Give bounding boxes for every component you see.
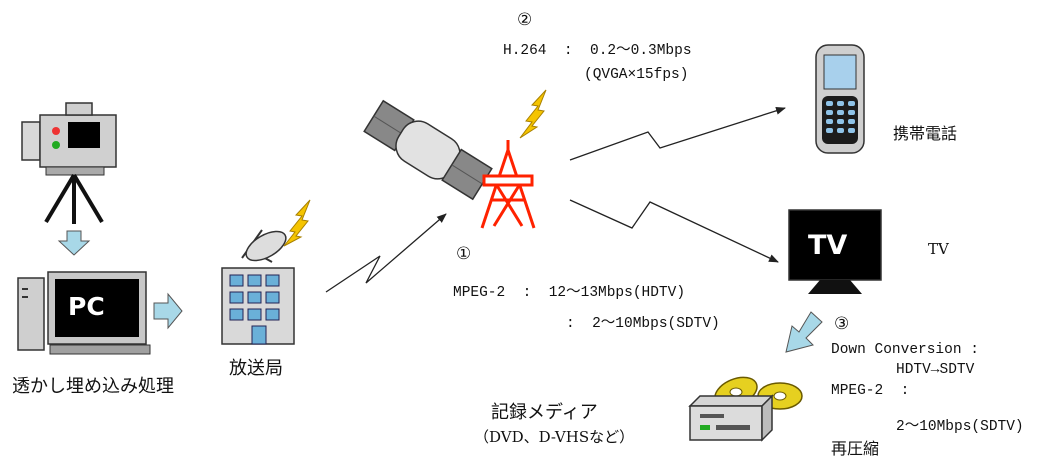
tower-to-phone-link <box>569 106 786 161</box>
video-camera-icon <box>21 102 117 224</box>
route3-down-conversion-label: Down Conversion : <box>831 342 979 358</box>
route3-marker: ③ <box>834 314 850 334</box>
camera-to-pc-arrow <box>57 230 91 256</box>
broadcast-station-icon <box>221 199 311 345</box>
recording-media-label: 記録メディア <box>491 402 598 423</box>
transmission-tower-icon <box>480 140 536 229</box>
pc-screen-text: PC <box>68 292 105 321</box>
pc-to-station-arrow <box>153 292 183 330</box>
recording-media-examples: （DVD、D-VHSなど） <box>474 428 635 446</box>
recorder-icon <box>688 376 803 442</box>
route1-marker: ① <box>456 244 472 264</box>
tv-icon <box>788 209 882 294</box>
route3-down-conversion-value: HDTV→SDTV <box>896 362 975 378</box>
route1-sdtv-line: : 2～10Mbps(SDTV) <box>566 316 720 332</box>
lightning-icon <box>519 89 547 139</box>
watermark-embed-label: 透かし埋め込み処理 <box>12 376 174 397</box>
route3-bitrate-value: 2～10Mbps(SDTV) <box>896 419 1024 435</box>
route2-resolution-line: (QVGA×15fps) <box>584 67 689 83</box>
tv-label: TV <box>928 240 949 258</box>
mobile-phone-label: 携帯電話 <box>893 124 958 143</box>
tv-to-recorder-arrow <box>785 311 823 353</box>
station-to-tower-link <box>325 213 447 293</box>
tv-screen-text: TV <box>808 230 848 261</box>
tower-to-tv-link <box>569 199 779 263</box>
route3-recompress-label: 再圧縮 <box>831 439 880 458</box>
mobile-phone-icon <box>815 44 865 154</box>
route3-codec-label: MPEG-2 : <box>831 383 910 399</box>
pc-icon <box>17 271 151 355</box>
satellite-icon <box>363 99 493 201</box>
route1-hdtv-line: MPEG-2 : 12～13Mbps(HDTV) <box>453 285 686 301</box>
route2-marker: ② <box>517 10 533 30</box>
route2-codec-line: H.264 : 0.2～0.3Mbps <box>503 43 692 59</box>
broadcast-station-label: 放送局 <box>229 358 283 379</box>
